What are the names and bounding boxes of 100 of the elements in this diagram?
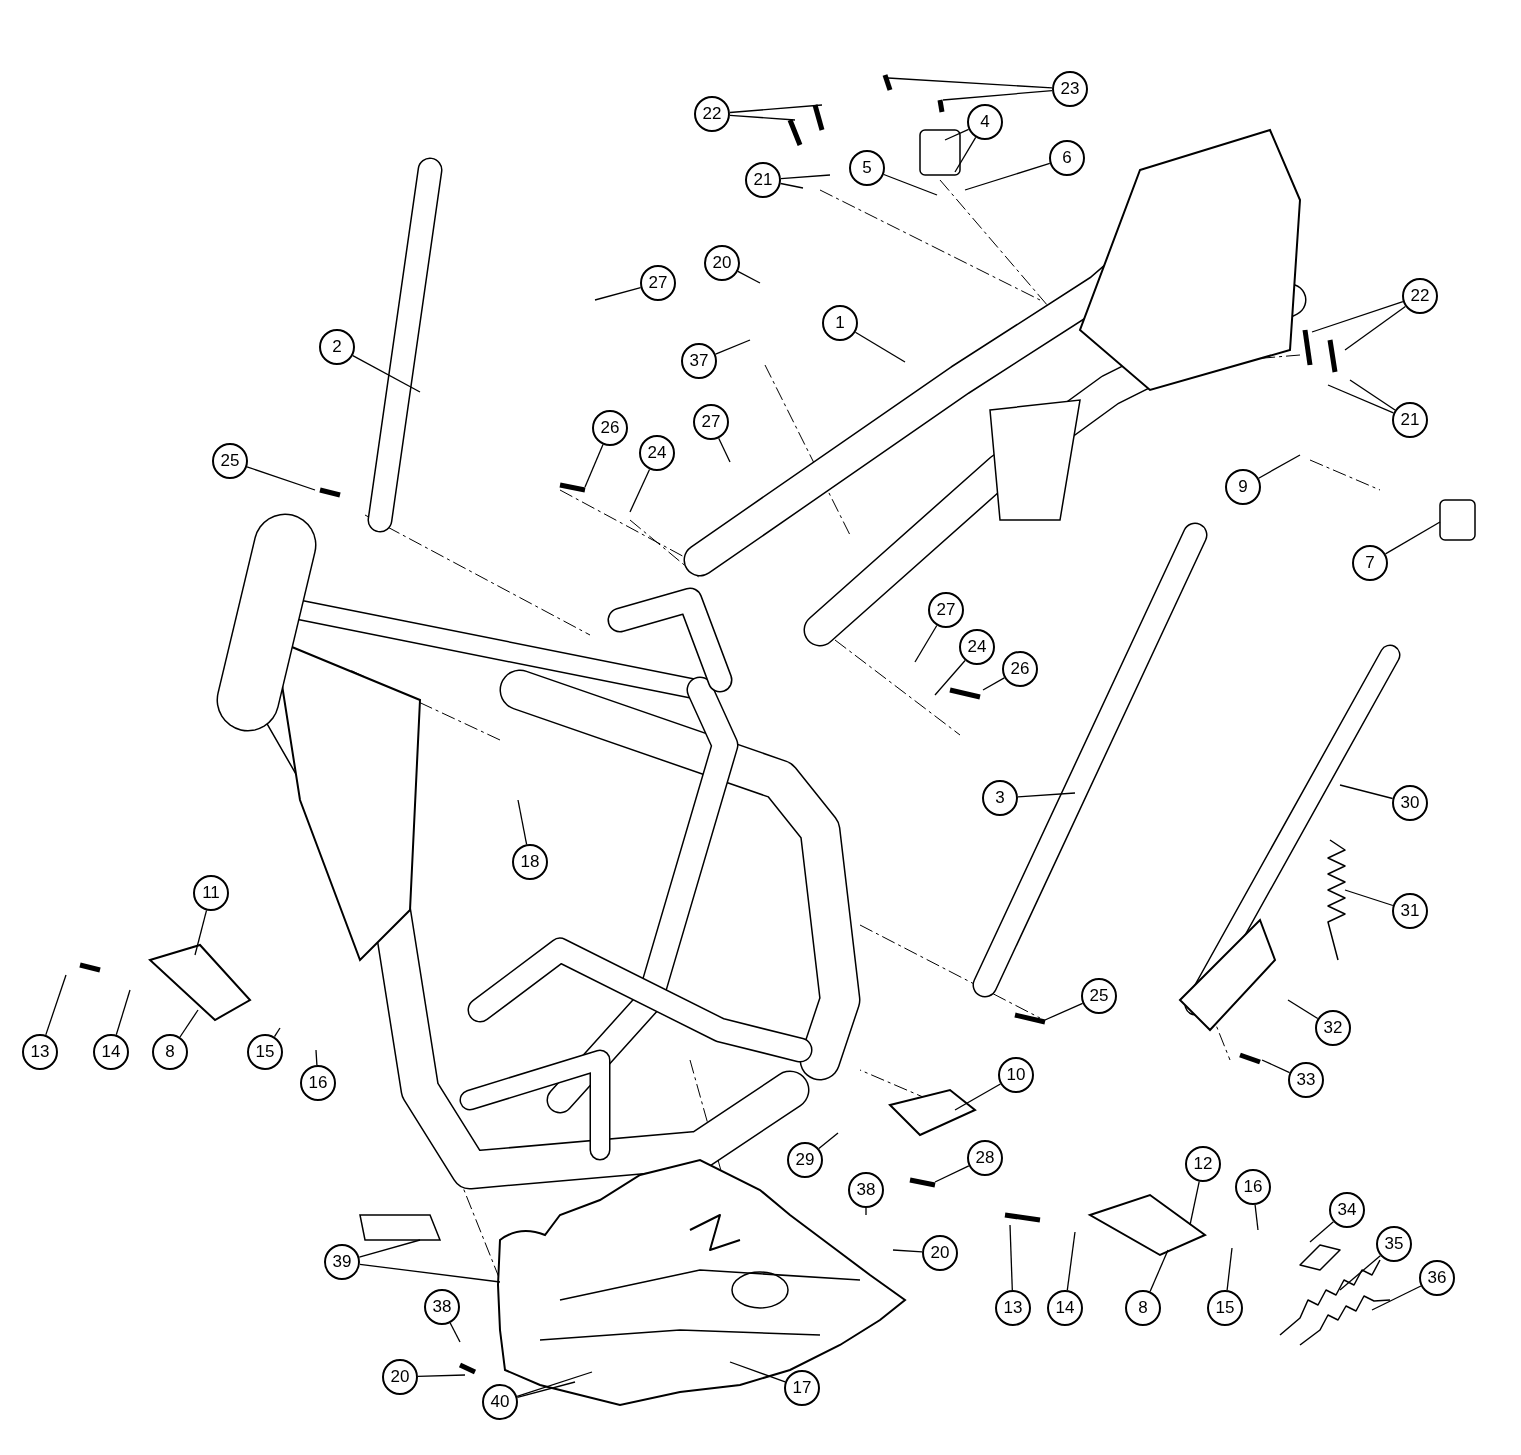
leader-line (1384, 521, 1441, 555)
leader-line (982, 677, 1005, 691)
leader-line (194, 909, 208, 956)
leader-line (934, 659, 966, 696)
leader-line (1339, 784, 1394, 800)
callout-number: 3 (982, 780, 1018, 816)
leader-line (887, 77, 1053, 89)
leader-line (954, 136, 977, 173)
callout-number: 26 (1002, 651, 1038, 687)
leader-line (449, 1322, 461, 1343)
leader-line (914, 624, 938, 663)
leader-line (818, 1132, 839, 1150)
callout-number: 20 (922, 1235, 958, 1271)
leader-line (1066, 1231, 1076, 1291)
callout-number: 30 (1392, 785, 1428, 821)
callout-number: 33 (1288, 1062, 1324, 1098)
leader-line (1258, 454, 1301, 479)
leader-line (1344, 305, 1407, 351)
leader-line (115, 989, 131, 1036)
callout-number: 16 (300, 1065, 336, 1101)
leader-line (359, 1263, 501, 1283)
leader-line (729, 1361, 786, 1383)
callout-number: 18 (512, 844, 548, 880)
leader-line (358, 1239, 421, 1258)
callout-number: 1 (822, 305, 858, 341)
callout-number: 36 (1419, 1260, 1455, 1296)
leader-line (1339, 1255, 1381, 1291)
leader-line (1189, 1180, 1200, 1226)
callout-number: 28 (967, 1140, 1003, 1176)
leader-line (594, 287, 642, 301)
leader-line (714, 339, 751, 355)
leader-line (883, 173, 938, 196)
callout-number: 11 (193, 875, 229, 911)
leader-line (517, 799, 528, 845)
leader-line (892, 1249, 923, 1253)
callout-number: 24 (959, 629, 995, 665)
callout-number: 14 (93, 1034, 129, 1070)
leader-line (964, 162, 1051, 191)
leader-line (1226, 1247, 1233, 1291)
leader-line (1261, 1059, 1291, 1074)
leader-line (273, 1027, 281, 1038)
leader-line (584, 443, 604, 488)
callout-number: 38 (848, 1172, 884, 1208)
leader-line (246, 466, 316, 491)
leader-line (315, 1049, 318, 1066)
leader-line (942, 89, 1053, 101)
callout-number: 26 (592, 410, 628, 446)
leader-line (1149, 1249, 1169, 1293)
leader-line (780, 182, 804, 189)
leader-line (944, 128, 970, 141)
callout-number: 39 (324, 1244, 360, 1280)
leader-line (352, 354, 421, 393)
callout-number: 23 (1052, 71, 1088, 107)
callout-number: 8 (1125, 1290, 1161, 1326)
callout-number: 9 (1225, 469, 1261, 505)
leader-line (417, 1374, 466, 1378)
callout-number: 6 (1049, 140, 1085, 176)
leader-line (954, 1083, 1002, 1111)
leader-line (1327, 384, 1395, 414)
callout-number: 10 (998, 1057, 1034, 1093)
leader-line (934, 1165, 970, 1183)
leader-line (1349, 379, 1396, 411)
callout-number: 22 (1402, 278, 1438, 314)
leader-line (1254, 1204, 1259, 1231)
callout-number: 17 (784, 1370, 820, 1406)
leader-line (854, 331, 906, 363)
callout-number: 27 (640, 265, 676, 301)
callout-number: 15 (247, 1034, 283, 1070)
leader-line (1044, 1002, 1084, 1021)
callout-number: 20 (382, 1359, 418, 1395)
leader-line (718, 437, 731, 463)
callout-number: 13 (22, 1034, 58, 1070)
leader-line (1287, 999, 1319, 1020)
leader-line (1017, 792, 1076, 798)
leader-line (865, 1207, 867, 1216)
callout-number: 5 (849, 150, 885, 186)
callout-number: 27 (693, 404, 729, 440)
callout-number: 24 (639, 435, 675, 471)
callout-number: 25 (212, 443, 248, 479)
callout-number: 7 (1352, 545, 1388, 581)
callout-number: 32 (1315, 1010, 1351, 1046)
leader-line (729, 114, 796, 121)
callout-number: 16 (1235, 1169, 1271, 1205)
callout-number: 21 (745, 162, 781, 198)
leader-line (1309, 1221, 1335, 1243)
callout-number: 4 (967, 104, 1003, 140)
callout-number: 37 (681, 343, 717, 379)
callout-number: 14 (1047, 1290, 1083, 1326)
leader-line (179, 1009, 199, 1038)
callout-number: 15 (1207, 1290, 1243, 1326)
callout-number: 38 (424, 1289, 460, 1325)
callout-number: 35 (1376, 1226, 1412, 1262)
leader-line (516, 1381, 576, 1399)
callout-number: 40 (482, 1384, 518, 1420)
leader-line (629, 468, 651, 513)
callout-number: 20 (704, 245, 740, 281)
leader-line (1371, 1285, 1422, 1311)
callout-number: 8 (152, 1034, 188, 1070)
callout-number: 29 (787, 1142, 823, 1178)
callout-number: 13 (995, 1290, 1031, 1326)
